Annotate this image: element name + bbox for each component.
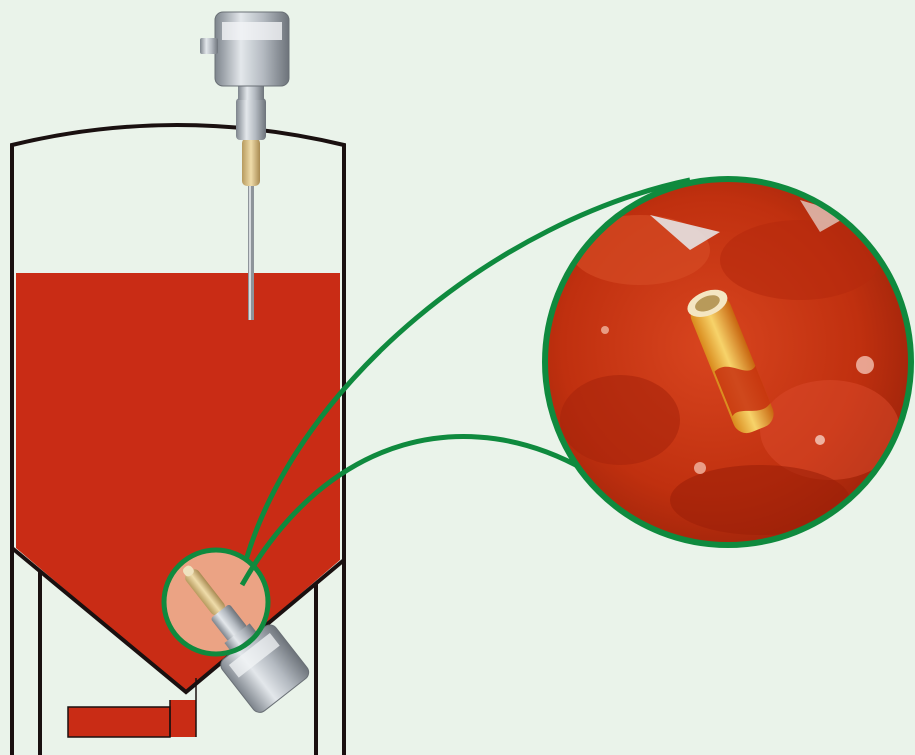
magnified-probe-photo (540, 175, 915, 555)
